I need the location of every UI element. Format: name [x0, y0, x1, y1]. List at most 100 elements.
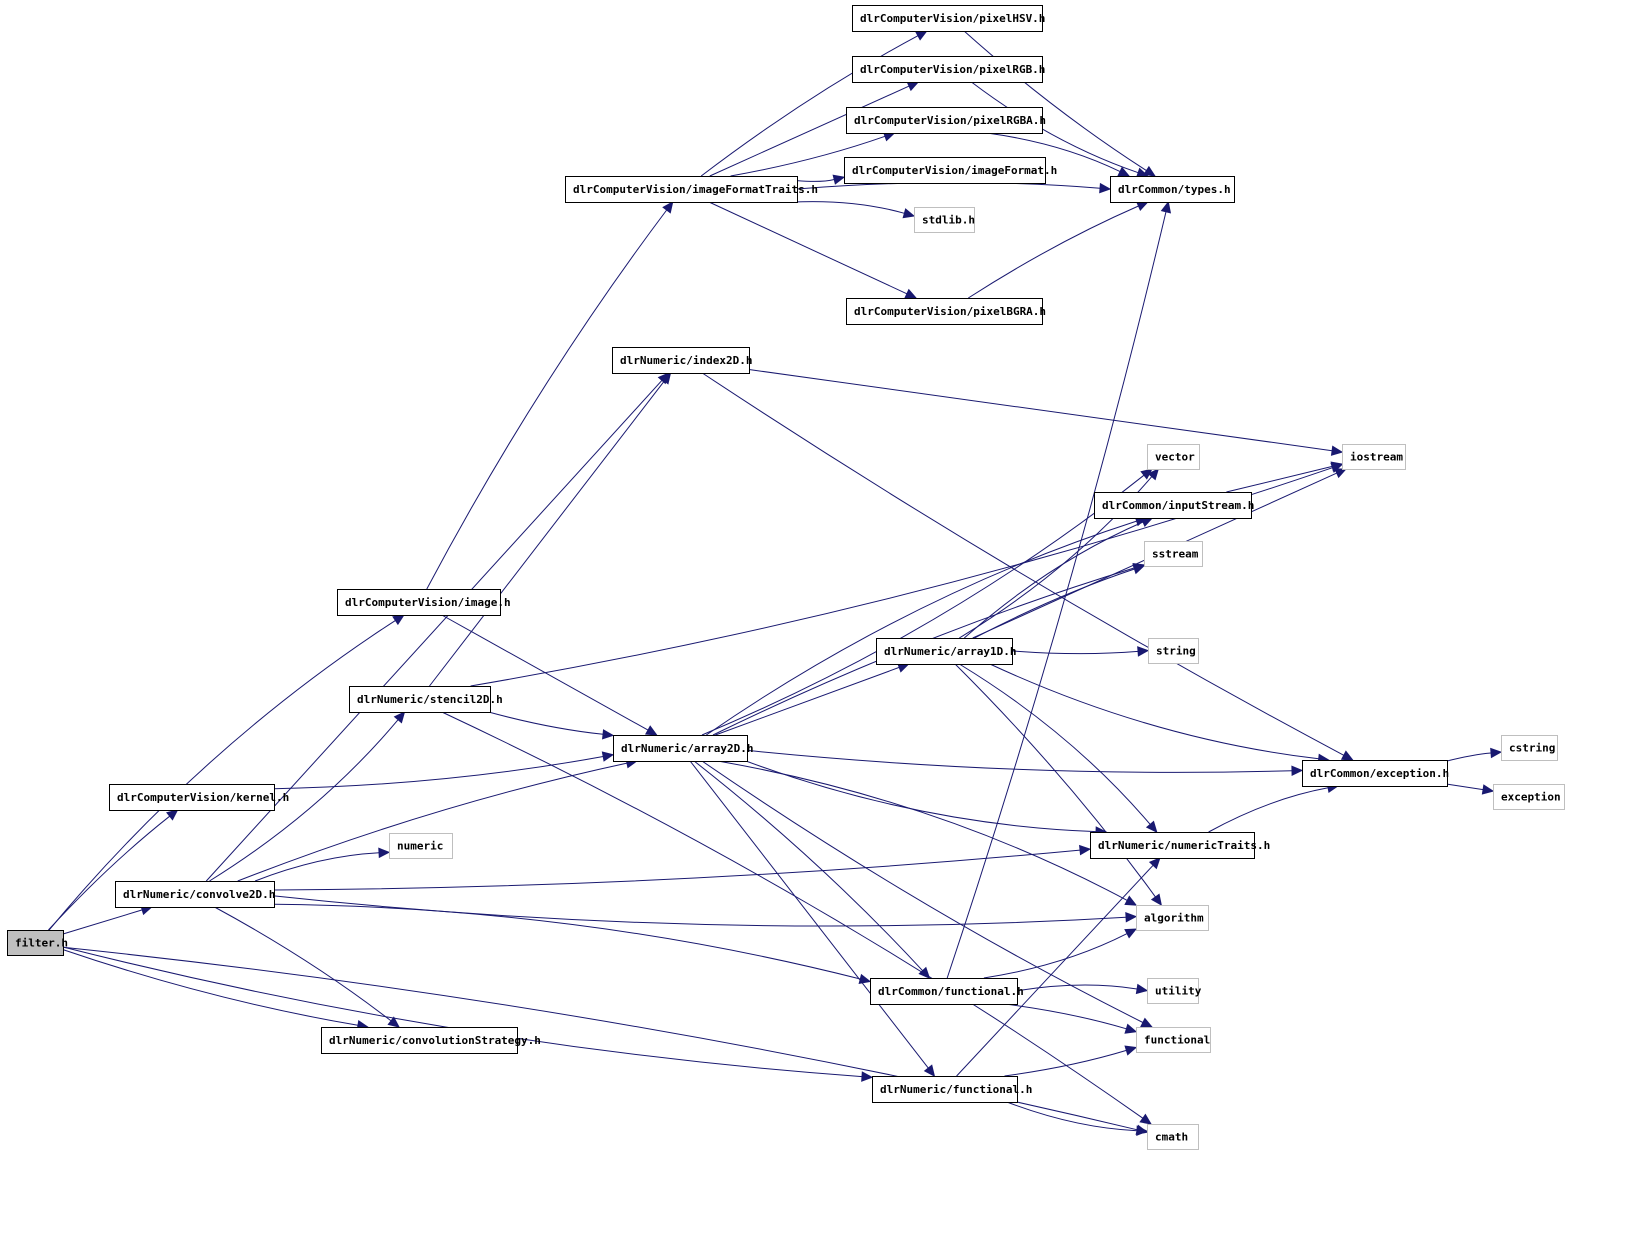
- node-pixelBGRA[interactable]: dlrComputerVision/pixelBGRA.h: [846, 298, 1047, 325]
- node-box[interactable]: [109, 784, 275, 811]
- edge-filter-to-image: [48, 619, 396, 931]
- node-box[interactable]: [1136, 905, 1209, 931]
- node-box[interactable]: [846, 298, 1043, 325]
- edge-convolve2D-to-array2D: [237, 762, 628, 882]
- edge-cfunctional-to-functional: [1004, 1003, 1127, 1030]
- node-utility[interactable]: utility: [1147, 978, 1202, 1004]
- node-exception_h[interactable]: dlrCommon/exception.h: [1302, 760, 1450, 787]
- node-imageFormat[interactable]: dlrComputerVision/imageFormat.h: [844, 157, 1058, 184]
- node-iostream[interactable]: iostream: [1342, 444, 1406, 470]
- node-sstream[interactable]: sstream: [1144, 541, 1203, 567]
- node-image[interactable]: dlrComputerVision/image.h: [337, 589, 511, 616]
- node-box[interactable]: [846, 107, 1043, 134]
- arrowhead-icon: [1148, 857, 1161, 870]
- edge-exception_h-to-exception: [1446, 783, 1484, 791]
- node-box[interactable]: [852, 56, 1043, 83]
- edge-array2D-to-array1D: [715, 666, 900, 736]
- node-filter[interactable]: filter.h: [7, 930, 68, 956]
- node-vector[interactable]: vector: [1147, 444, 1200, 470]
- node-label: dlrComputerVision/pixelHSV.h: [860, 12, 1045, 25]
- node-box[interactable]: [872, 1076, 1018, 1103]
- edge-cfunctional-to-utility: [1016, 984, 1138, 992]
- node-box[interactable]: [115, 881, 275, 908]
- node-numericTraits[interactable]: dlrNumeric/numericTraits.h: [1090, 832, 1271, 859]
- node-box[interactable]: [876, 638, 1013, 665]
- node-box[interactable]: [1094, 492, 1252, 519]
- node-numeric[interactable]: numeric: [389, 833, 453, 859]
- node-imageFormatTraits[interactable]: dlrComputerVision/imageFormatTraits.h: [565, 176, 819, 203]
- arrowhead-icon: [1124, 1023, 1138, 1034]
- node-stencil2D[interactable]: dlrNumeric/stencil2D.h: [349, 686, 503, 713]
- node-cfunctional[interactable]: dlrCommon/functional.h: [870, 978, 1024, 1005]
- node-box[interactable]: [1090, 832, 1255, 859]
- node-pixelRGB[interactable]: dlrComputerVision/pixelRGB.h: [852, 56, 1046, 83]
- node-box[interactable]: [1147, 978, 1199, 1004]
- arrowhead-icon: [918, 966, 931, 979]
- node-pixelRGBA[interactable]: dlrComputerVision/pixelRGBA.h: [846, 107, 1047, 134]
- node-box[interactable]: [613, 735, 748, 762]
- node-box[interactable]: [389, 833, 453, 859]
- arrowhead-icon: [1099, 182, 1112, 194]
- node-box[interactable]: [844, 157, 1046, 184]
- node-box[interactable]: [870, 978, 1018, 1005]
- node-kernel[interactable]: dlrComputerVision/kernel.h: [109, 784, 290, 811]
- edge-stencil2D-to-index2D: [429, 380, 665, 687]
- node-label: dlrNumeric/array2D.h: [621, 742, 753, 755]
- node-array1D[interactable]: dlrNumeric/array1D.h: [876, 638, 1017, 665]
- edge-pixelBGRA-to-types: [968, 205, 1139, 299]
- arrowhead-icon: [1330, 445, 1344, 456]
- edge-exception_h-to-cstring: [1446, 752, 1492, 762]
- node-box[interactable]: [852, 5, 1043, 32]
- node-array2D[interactable]: dlrNumeric/array2D.h: [613, 735, 754, 762]
- node-box[interactable]: [1493, 784, 1565, 810]
- node-box[interactable]: [1147, 444, 1200, 470]
- node-exception[interactable]: exception: [1493, 784, 1565, 810]
- edge-convolve2D-to-stencil2D: [209, 719, 399, 882]
- node-box[interactable]: [349, 686, 491, 713]
- node-box[interactable]: [1136, 1027, 1211, 1053]
- node-box[interactable]: [7, 930, 64, 956]
- node-inputStream[interactable]: dlrCommon/inputStream.h: [1094, 492, 1255, 519]
- edge-convolve2D-to-numeric: [254, 852, 380, 882]
- node-types[interactable]: dlrCommon/types.h: [1110, 176, 1235, 203]
- node-box[interactable]: [1148, 638, 1199, 664]
- edge-pixelRGB-to-types: [971, 81, 1139, 174]
- arrowhead-icon: [1135, 983, 1149, 995]
- node-box[interactable]: [321, 1027, 518, 1054]
- node-index2D[interactable]: dlrNumeric/index2D.h: [612, 347, 753, 374]
- node-box[interactable]: [337, 589, 501, 616]
- arrowhead-icon: [906, 81, 920, 92]
- node-functional[interactable]: functional: [1136, 1027, 1211, 1053]
- node-convolutionStrategy[interactable]: dlrNumeric/convolutionStrategy.h: [321, 1027, 541, 1054]
- node-box[interactable]: [612, 347, 750, 374]
- edge-imageFormatTraits-to-pixelHSV: [700, 35, 919, 177]
- node-box[interactable]: [1302, 760, 1448, 787]
- edge-imageFormatTraits-to-pixelRGB: [709, 85, 910, 177]
- node-nfunctional[interactable]: dlrNumeric/functional.h: [872, 1076, 1033, 1103]
- node-box[interactable]: [1147, 1124, 1199, 1150]
- edge-array2D-to-numericTraits: [745, 760, 1097, 833]
- edge-array2D-to-exception_h: [746, 749, 1293, 773]
- node-cmath[interactable]: cmath: [1147, 1124, 1199, 1150]
- node-box[interactable]: [914, 207, 975, 233]
- node-box[interactable]: [1110, 176, 1235, 203]
- edge-image-to-array2D: [441, 614, 649, 731]
- node-convolve2D[interactable]: dlrNumeric/convolve2D.h: [115, 881, 276, 908]
- node-stdlib[interactable]: stdlib.h: [914, 207, 975, 233]
- arrowhead-icon: [1481, 784, 1495, 795]
- node-box[interactable]: [1144, 541, 1203, 567]
- node-label: dlrCommon/exception.h: [1310, 767, 1449, 780]
- node-algorithm[interactable]: algorithm: [1136, 905, 1209, 931]
- node-box[interactable]: [1342, 444, 1406, 470]
- edge-array1D-to-string: [1011, 650, 1139, 655]
- node-cstring[interactable]: cstring: [1501, 735, 1558, 761]
- node-label: cstring: [1509, 742, 1555, 755]
- node-label: dlrComputerVision/imageFormat.h: [852, 164, 1057, 177]
- node-string[interactable]: string: [1148, 638, 1199, 664]
- node-box[interactable]: [565, 176, 798, 203]
- node-box[interactable]: [1501, 735, 1558, 761]
- arrowhead-icon: [1340, 750, 1354, 761]
- node-pixelHSV[interactable]: dlrComputerVision/pixelHSV.h: [852, 5, 1046, 32]
- node-label: dlrNumeric/convolutionStrategy.h: [329, 1034, 541, 1047]
- arrowhead-icon: [1145, 820, 1158, 833]
